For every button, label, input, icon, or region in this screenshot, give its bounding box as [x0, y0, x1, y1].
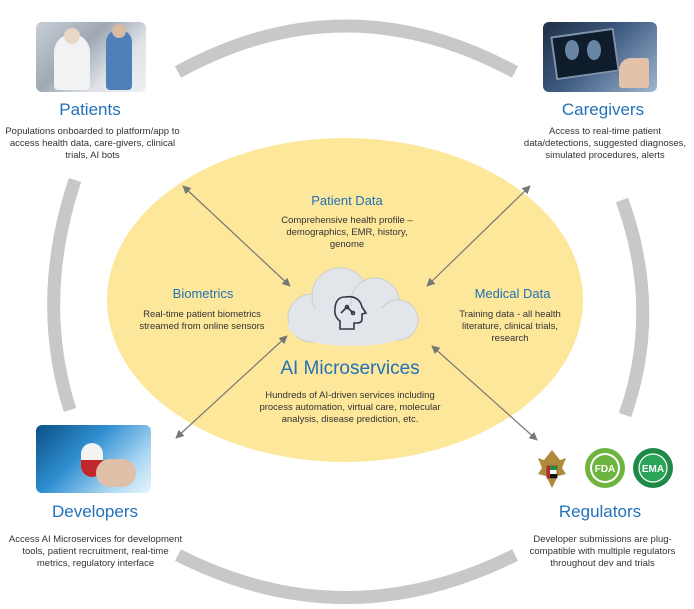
patients-photo	[36, 22, 146, 92]
ring-right	[615, 197, 650, 418]
medical-data-title: Medical Data	[474, 286, 551, 301]
caregivers-desc: Access to real-time patient data/detecti…	[523, 126, 687, 161]
medical-data-desc: Training data - all health literature, c…	[459, 309, 561, 344]
fda-seal-icon: FDA	[585, 448, 625, 488]
arrow-caregivers	[426, 185, 531, 287]
ring-left	[47, 177, 82, 412]
ring-bottom	[175, 549, 518, 604]
patient-data-desc: Comprehensive health profile – demograph…	[281, 215, 413, 250]
ai-cloud	[287, 267, 419, 346]
patient-data-title: Patient Data	[311, 193, 383, 208]
ring-top	[174, 19, 519, 78]
regulators-logos: FDA EMA	[538, 448, 673, 488]
ai-microservices-desc: Hundreds of AI-driven services including…	[259, 390, 441, 425]
uae-emblem-icon	[538, 450, 566, 488]
caregivers-photo	[543, 22, 657, 92]
developers-desc: Access AI Microservices for development …	[8, 534, 183, 569]
patients-desc: Populations onboarded to platform/app to…	[5, 126, 180, 161]
patients-title: Patients	[59, 100, 121, 119]
biometrics-desc: Real-time patient biometrics streamed fr…	[139, 309, 265, 332]
svg-text:FDA: FDA	[595, 464, 616, 475]
developers-title: Developers	[52, 502, 138, 521]
arrow-patients	[182, 185, 291, 287]
biometrics-title: Biometrics	[172, 286, 234, 301]
svg-text:EMA: EMA	[642, 464, 664, 475]
developers-photo	[36, 425, 151, 493]
ai-microservices-title: AI Microservices	[280, 358, 420, 379]
caregivers-title: Caregivers	[561, 100, 645, 119]
regulators-desc: Developer submissions are plug-compatibl…	[529, 534, 676, 569]
ema-seal-icon: EMA	[633, 448, 673, 488]
regulators-title: Regulators	[558, 502, 642, 521]
arrow-regulators	[431, 345, 538, 441]
arrow-developers	[175, 335, 288, 439]
ai-head-icon	[334, 295, 368, 330]
